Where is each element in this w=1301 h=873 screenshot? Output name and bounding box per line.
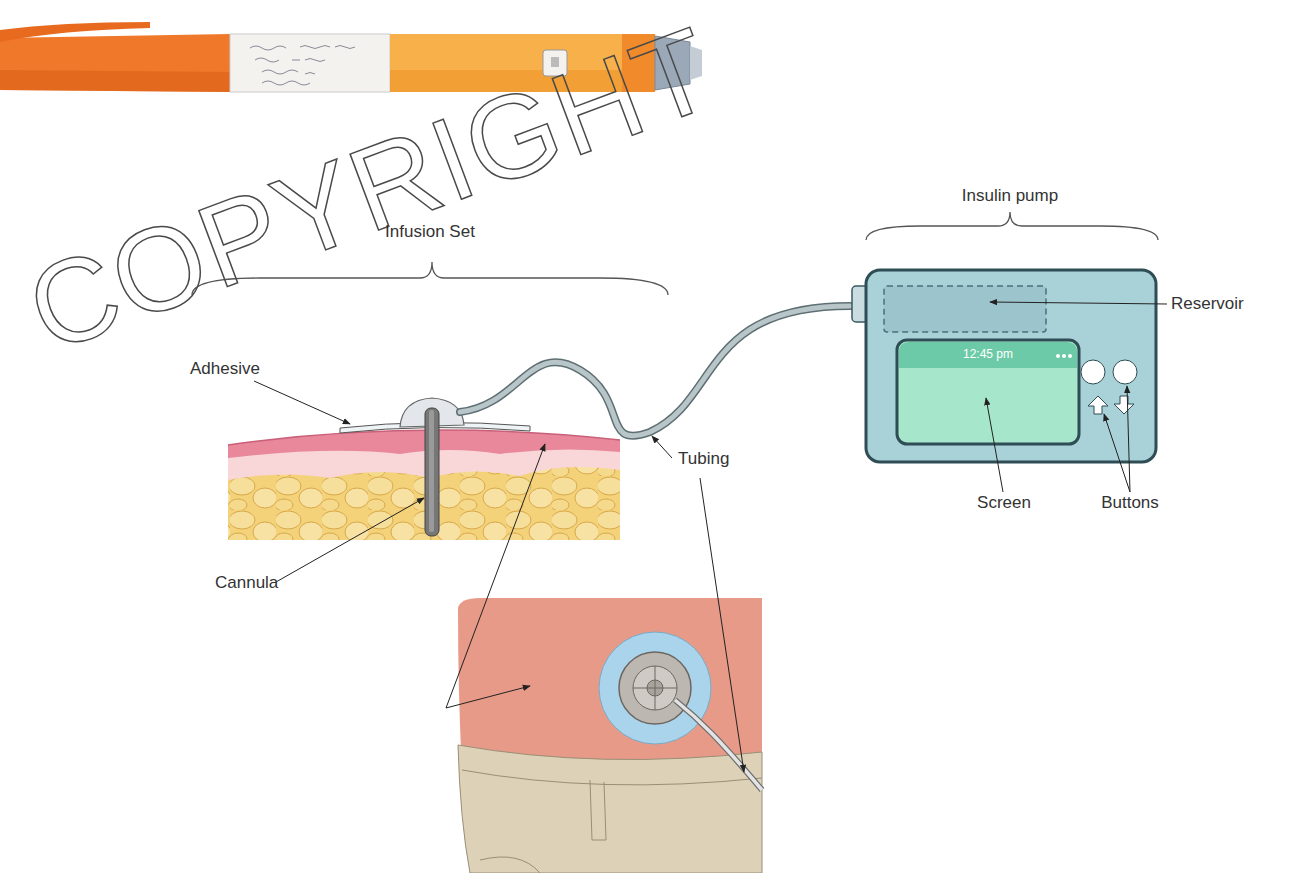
skin-cross-section [228,430,620,540]
epidermis [228,430,620,458]
adhesive-leader [254,381,350,424]
screen [897,340,1079,444]
skin-leader [446,444,545,708]
reservoir-leader [990,302,1167,304]
fat-layer [228,430,620,540]
button [1113,360,1137,384]
down-button [1114,396,1134,414]
part-label: Buttons [1101,494,1159,513]
cannula-leader [276,498,424,582]
buttons-leader [1104,414,1130,492]
site-adhesive [599,632,711,744]
pen-body-shade [390,70,622,92]
screen-time: 12:45 pm [963,348,1013,361]
infusion-set [340,398,530,536]
leader-lines [254,302,1167,772]
dermis [228,430,620,480]
part-label: Insulin pump [962,187,1058,206]
tubing [460,306,850,436]
button [1081,360,1105,384]
part-label: Tubing [678,450,729,469]
pen-ring [622,34,655,92]
dose-window [543,50,567,76]
pen-body [390,34,622,92]
part-label: Infusion Set [385,223,475,242]
tubing-leader [700,478,744,772]
infusion-set-bracket [192,262,668,295]
part-label: Screen [977,494,1031,513]
pen-cap [0,34,230,92]
cannula-tube [425,408,439,536]
pen-label [230,34,390,92]
screen-leader [986,398,1003,492]
belt-loop [590,780,606,840]
pen-shade [0,70,230,92]
insulin-pen [0,22,702,92]
buttons-leader [1127,386,1130,492]
up-button [1088,396,1108,414]
tubing-leader [652,436,672,458]
part-label: Cannula [215,574,278,593]
pen-label-scribble [250,46,355,86]
pen-clip [0,22,150,42]
screen-header [899,342,1077,368]
abdomen [458,598,762,873]
part-label: Adhesive [190,360,260,379]
watermark: COPYRIGHT [12,3,731,377]
pump-housing [866,270,1156,462]
pump-bracket [866,212,1158,240]
dose-knob [655,36,690,90]
part-label: Reservoir [1171,295,1244,314]
trousers [458,745,762,873]
skin-leader [446,686,530,708]
knob-end [690,46,702,80]
skin [458,598,762,873]
dose-window-mark [551,57,559,67]
site-hub [619,652,691,724]
reservoir [884,286,1046,332]
